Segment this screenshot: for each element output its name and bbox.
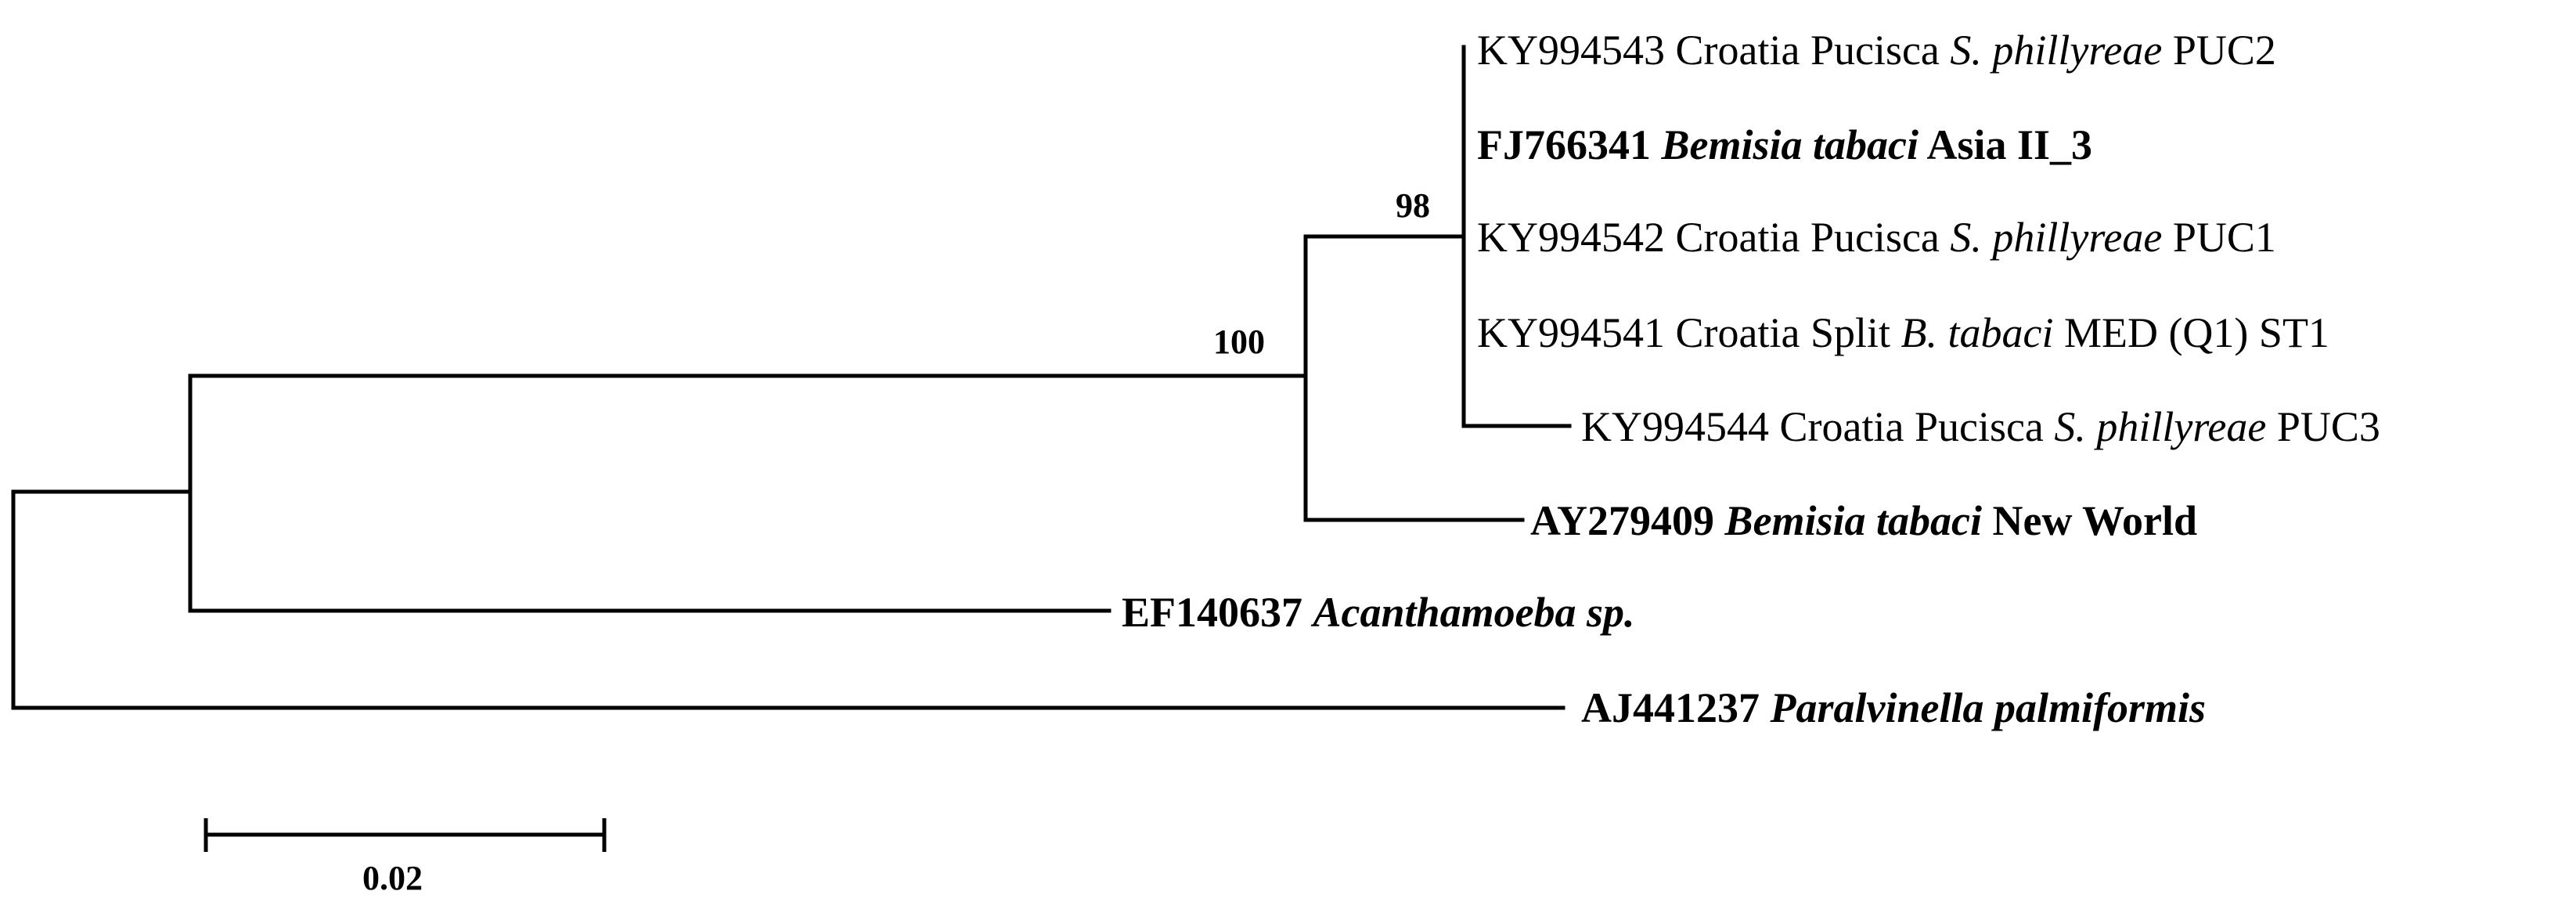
taxon-label-FJ766341: FJ766341 Bemisia tabaci Asia II_3 [1477, 121, 2092, 168]
taxon-label-KY994542: KY994542 Croatia Pucisca S. phillyreae P… [1477, 214, 2276, 261]
taxon-label-AY279409: AY279409 Bemisia tabaci New World [1530, 497, 2197, 544]
taxon-label-KY994544: KY994544 Croatia Pucisca S. phillyreae P… [1581, 403, 2380, 450]
support-value-100: 100 [1213, 323, 1265, 361]
taxon-label-AJ441237: AJ441237 Paralvinella palmiformis [1581, 684, 2206, 731]
scale-bar: 0.02 [204, 818, 607, 897]
taxon-label-EF140637: EF140637 Acanthamoeba sp. [1122, 589, 1635, 636]
tree-branches [11, 45, 1572, 710]
scale-bar-label: 0.02 [362, 859, 423, 897]
taxon-label-KY994543: KY994543 Croatia Pucisca S. phillyreae P… [1477, 27, 2276, 74]
support-value-98: 98 [1396, 186, 1430, 225]
taxon-label-KY994541: KY994541 Croatia Split B. tabaci MED (Q1… [1477, 309, 2329, 356]
